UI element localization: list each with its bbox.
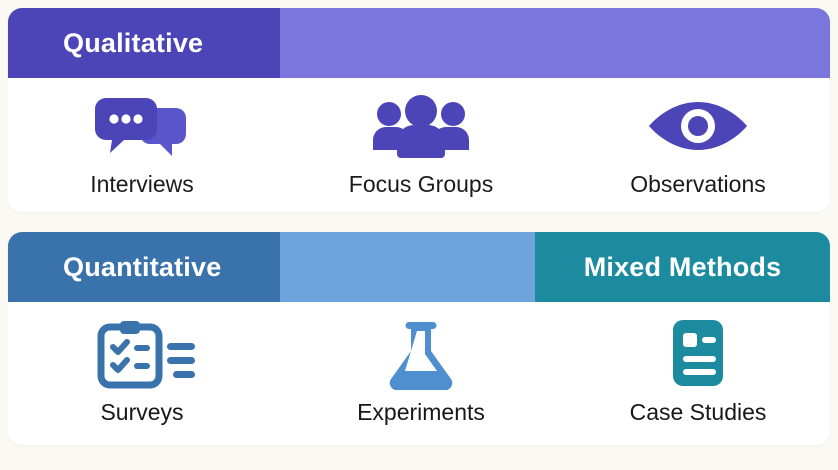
item-label-interviews: Interviews [90, 170, 194, 197]
header-label-quantitative: Quantitative [63, 251, 222, 282]
item-focus-groups[interactable]: Focus Groups [276, 78, 566, 212]
header-bar-qualitative: Qualitative [8, 8, 830, 78]
header-label-mixed-methods: Mixed Methods [583, 251, 782, 282]
header-label-qualitative: Qualitative [63, 27, 204, 58]
header-segment-qualitative[interactable]: Qualitative [8, 8, 280, 78]
document-lines-icon [665, 320, 731, 387]
section-card-qualitative: Qualitative Interviews [8, 8, 830, 212]
item-interviews[interactable]: Interviews [8, 78, 276, 212]
section-card-quantitative: Quantitative Mixed Methods [8, 232, 830, 445]
item-case-studies[interactable]: Case Studies [566, 302, 830, 445]
clipboard-checklist-icon [87, 321, 197, 389]
header-segment-quantitative-filler [280, 232, 535, 302]
item-experiments[interactable]: Experiments [276, 302, 566, 445]
eye-icon [646, 93, 750, 159]
item-label-observations: Observations [630, 170, 766, 197]
header-segment-quantitative[interactable]: Quantitative [8, 232, 280, 302]
item-label-experiments: Experiments [357, 399, 485, 425]
item-observations[interactable]: Observations [566, 78, 830, 212]
speech-bubbles-icon [94, 93, 190, 159]
flask-icon [383, 321, 459, 390]
item-label-focus-groups: Focus Groups [348, 170, 494, 197]
items-row-quantitative: Surveys Experiments [8, 302, 830, 445]
header-segment-qualitative-filler [280, 8, 830, 78]
item-label-case-studies: Case Studies [629, 399, 767, 425]
item-surveys[interactable]: Surveys [8, 302, 276, 445]
header-segment-mixed-methods[interactable]: Mixed Methods [535, 232, 830, 302]
item-label-surveys: Surveys [100, 399, 184, 425]
header-bar-quantitative: Quantitative Mixed Methods [8, 232, 830, 302]
items-row-qualitative: Interviews Focus Groups [8, 78, 830, 212]
people-group-icon [369, 93, 473, 159]
